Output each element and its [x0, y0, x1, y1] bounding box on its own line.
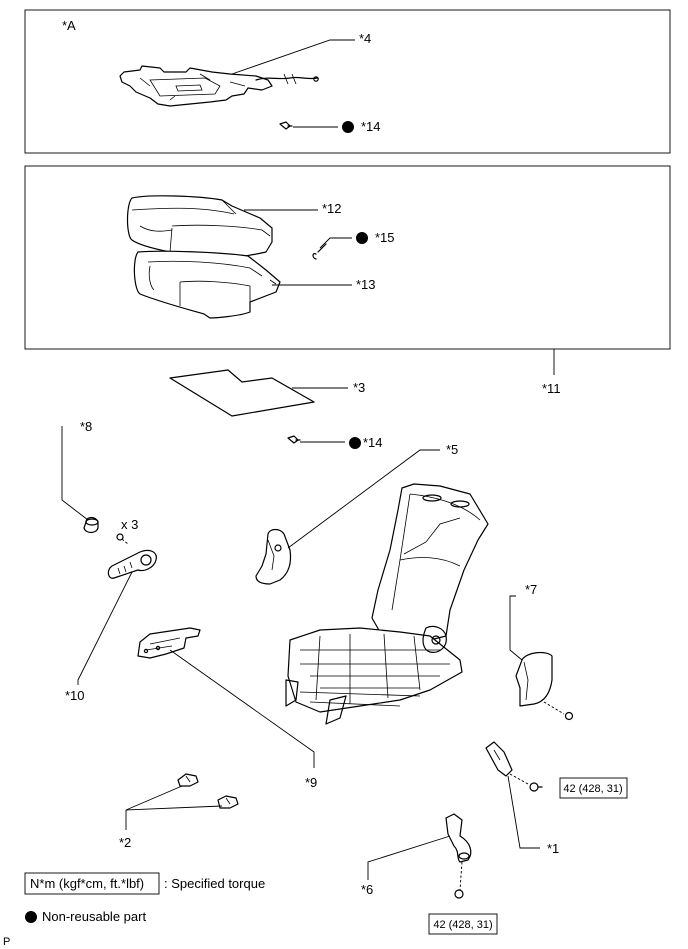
label-p6: *6 — [361, 882, 373, 897]
cover-part-b — [217, 795, 239, 809]
recliner-side-cover-part — [255, 528, 292, 585]
cover-part-a — [177, 773, 199, 787]
seat-belt-buckle-part — [485, 741, 513, 777]
label-p3: *3 — [353, 380, 365, 395]
footer-code: P — [3, 936, 10, 948]
seat-cushion-cover-part — [126, 195, 273, 263]
seat-heater-mat-part — [119, 65, 319, 107]
seat-belt-anchor-part — [445, 813, 472, 863]
legend-nonreusable-icon — [25, 911, 37, 923]
screw-icon — [116, 533, 129, 545]
label-p14: *14 — [361, 119, 381, 134]
label-p2: *2 — [119, 835, 131, 850]
label-p5: *5 — [446, 442, 458, 457]
clip-part-top — [279, 121, 293, 130]
label-p9: *9 — [305, 775, 317, 790]
clip-part-middle — [287, 435, 301, 444]
screw-part-right — [564, 711, 574, 721]
side-shield-part — [137, 627, 201, 659]
seat-sheet-part — [169, 369, 315, 417]
quantity-label: x 3 — [121, 517, 138, 532]
label-p14b: *14 — [363, 435, 383, 450]
group-a-label: *A — [62, 18, 76, 33]
label-p8: *8 — [80, 419, 92, 434]
label-p4: *4 — [359, 31, 371, 46]
seat-assembly-part — [285, 483, 489, 725]
legend-unit-desc: : Specified torque — [164, 876, 265, 891]
label-p15: *15 — [375, 230, 395, 245]
label-p10: *10 — [65, 688, 85, 703]
label-p7: *7 — [525, 582, 537, 597]
legend-nonreusable-text: Non-reusable part — [42, 909, 146, 924]
bolt-part-belt — [529, 782, 543, 792]
bolt-part-anchor — [454, 889, 464, 899]
label-p12: *12 — [322, 201, 342, 216]
legend-unit-text: N*m (kgf*cm, ft.*lbf) — [30, 876, 144, 891]
group-11-frame — [24, 165, 671, 350]
legend-unit-box — [24, 872, 160, 895]
torque-box-belt — [559, 777, 628, 799]
cap-part — [83, 516, 99, 534]
torque-value-belt: 42 (428, 31) — [563, 783, 622, 795]
hog-ring-part — [312, 243, 327, 260]
seat-cushion-pad-part — [133, 250, 281, 319]
recliner-cover-right-part — [515, 651, 553, 707]
nonreusable-mark-14b — [349, 437, 361, 449]
torque-value-anchor: 42 (428, 31) — [433, 919, 492, 931]
recliner-cover-part — [107, 549, 157, 579]
label-p11: *11 — [542, 381, 561, 396]
label-p13: *13 — [356, 277, 376, 292]
nonreusable-mark-14a — [342, 121, 354, 133]
label-p1: *1 — [547, 841, 559, 856]
group-a-frame — [24, 9, 671, 154]
nonreusable-mark-15 — [356, 232, 368, 244]
torque-box-anchor — [428, 913, 498, 935]
